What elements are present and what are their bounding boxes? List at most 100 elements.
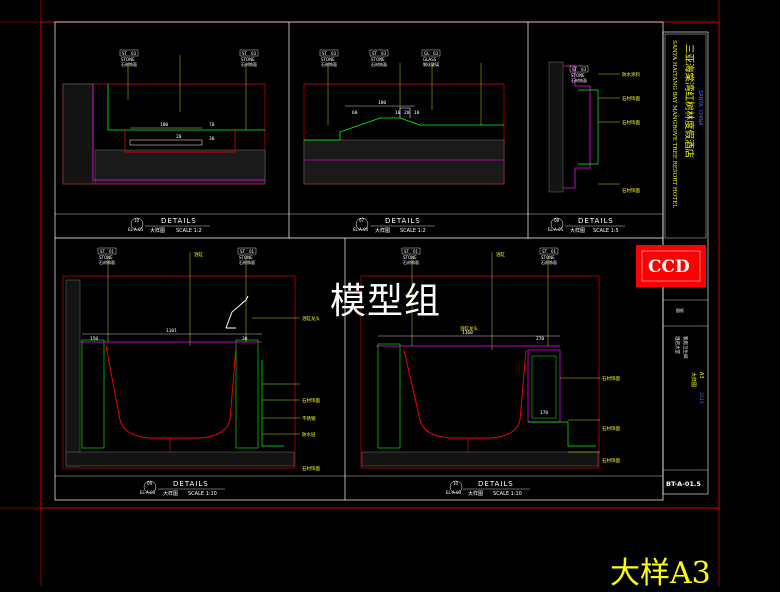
brand-logo-box: [636, 245, 706, 287]
detail-4[interactable]: 1101 150 30 浴缸 浴缸龙头 石材饰面 不锈钢 防水层 石材饰面 ST…: [62, 247, 320, 497]
detail-ref: EL-A-04: [353, 227, 369, 232]
title-row: 2013: [698, 392, 704, 404]
detail-ref: EL-A-03: [446, 490, 462, 495]
note-text: 石材饰面: [602, 457, 620, 464]
detail-1[interactable]: 100 20 70 30 ST 03 STONE 石材饰面 ST 03 STON…: [62, 49, 266, 234]
detail-scale: SCALE 1:5: [593, 228, 619, 234]
note-text: 石材饰面: [602, 425, 620, 432]
project-name-en: SANYA HAITANG BAY MANGROVE TREE RESORT H…: [671, 40, 677, 208]
substrate-hatch: [303, 139, 505, 185]
detail-viewport: [360, 275, 600, 469]
tag-material: STONE: [371, 57, 385, 62]
title-block[interactable]: 三亚海棠湾红树林度假酒店 SANYA HAITANG BAY MANGROVE …: [636, 31, 709, 495]
dim-label: 150: [90, 336, 98, 342]
detail-number: 08: [554, 218, 560, 223]
material-tag[interactable]: [369, 49, 389, 57]
tag-number: 01: [249, 249, 255, 254]
note-text: 防水层: [302, 431, 316, 438]
detail-title: DETAILS: [478, 480, 514, 488]
tag-code: GL: [424, 51, 430, 56]
bathtub-shell: [403, 349, 527, 439]
stone-profile: [578, 89, 599, 165]
title-row: 大样图: [690, 372, 697, 387]
stone-strip: [129, 139, 203, 146]
sheet-border: [40, 21, 720, 509]
material-tag[interactable]: [239, 49, 259, 57]
material-tag[interactable]: [97, 247, 117, 255]
detail-name: 大样图: [468, 490, 483, 497]
tag-material: STONE: [99, 255, 113, 260]
tag-note: 石材饰面: [121, 61, 137, 67]
material-tag[interactable]: [237, 247, 257, 255]
tag-material: STONE: [121, 57, 135, 62]
material-tag[interactable]: [119, 49, 139, 57]
brand-logo: CCD: [648, 257, 690, 277]
detail-2[interactable]: 180 10 20 10 60 ST 03 STONE 石材饰面 ST 03 S…: [303, 49, 505, 234]
tag-number: 03: [433, 51, 439, 56]
detail-number-bubble[interactable]: [355, 217, 369, 231]
tag-material: STONE: [541, 255, 555, 260]
title-row: 客房卫生间: [682, 336, 689, 359]
tag-code: ST: [404, 249, 410, 254]
note-text: 石材饰面: [622, 187, 640, 194]
dim-label: 70: [209, 122, 215, 128]
dim-label: 30: [242, 336, 248, 342]
dim-label: 1101: [166, 328, 177, 334]
tag-note: 石材饰面: [571, 77, 587, 83]
basin-profile: [124, 130, 236, 153]
tub-surround: [377, 343, 401, 449]
tag-number: 03: [251, 51, 257, 56]
material-tag[interactable]: [319, 49, 339, 57]
brand-logo-inner: [641, 250, 701, 282]
dim-label: 30: [209, 136, 215, 142]
detail-name: 大样图: [375, 227, 390, 234]
project-title-box: [664, 33, 707, 239]
material-tag[interactable]: [401, 247, 421, 255]
step-box: [531, 355, 557, 419]
tag-code: ST: [572, 67, 578, 72]
dim-label: 20: [176, 134, 182, 140]
tag-note: 石材饰面: [541, 259, 557, 265]
tag-note: 石材饰面: [321, 61, 337, 67]
note-text: 浴缸龙头: [302, 315, 320, 322]
tag-material: STONE: [241, 57, 255, 62]
detail-title: DETAILS: [173, 480, 209, 488]
tag-number: 01: [413, 249, 419, 254]
detail-scale: SCALE 1:2: [176, 228, 202, 234]
tag-material: GLASS: [423, 57, 437, 62]
wall-hatch: [62, 83, 94, 185]
drawing-frame: [54, 21, 664, 501]
material-tag[interactable]: [539, 247, 559, 255]
detail-number-bubble[interactable]: [130, 217, 144, 231]
note-text: 防水涂料: [622, 71, 640, 78]
dim-label: 270: [536, 336, 544, 342]
dim-label: 20: [404, 110, 410, 116]
tag-code: ST: [122, 51, 128, 56]
stone-profile: [563, 65, 591, 189]
floor-hatch: [65, 451, 295, 467]
detail-number-bubble[interactable]: [550, 217, 564, 231]
detail-name: 大样图: [570, 227, 585, 234]
bathtub-shell: [105, 345, 237, 439]
material-tag[interactable]: [569, 65, 589, 73]
detail-name: 大样图: [163, 490, 178, 497]
tag-code: ST: [372, 51, 378, 56]
detail-number: 10: [453, 481, 459, 486]
stone-profile: [304, 117, 504, 141]
faucet: [225, 295, 249, 329]
tag-number: 03: [581, 67, 587, 72]
note-text: 石材饰面: [622, 95, 640, 102]
dim-label: 1160: [462, 330, 473, 336]
tag-code: ST: [322, 51, 328, 56]
detail-3[interactable]: 防水涂料 石材饰面 石材饰面 石材饰面 ST 03 STONE 石材饰面 08 …: [548, 61, 640, 234]
tag-code: ST: [242, 51, 248, 56]
material-tag[interactable]: [421, 49, 441, 57]
detail-5[interactable]: 1160 270 170 浴缸 石材饰面 浴缸龙头 石材饰面 石材饰面 ST 0…: [360, 247, 620, 497]
tub-surround: [235, 339, 259, 449]
detail-scale: SCALE 1:10: [188, 491, 217, 497]
detail-number-bubble[interactable]: [143, 480, 157, 494]
detail-number-bubble[interactable]: [449, 480, 463, 494]
title-row: 酒店大堂: [674, 336, 681, 354]
substrate-hatch: [94, 149, 266, 185]
